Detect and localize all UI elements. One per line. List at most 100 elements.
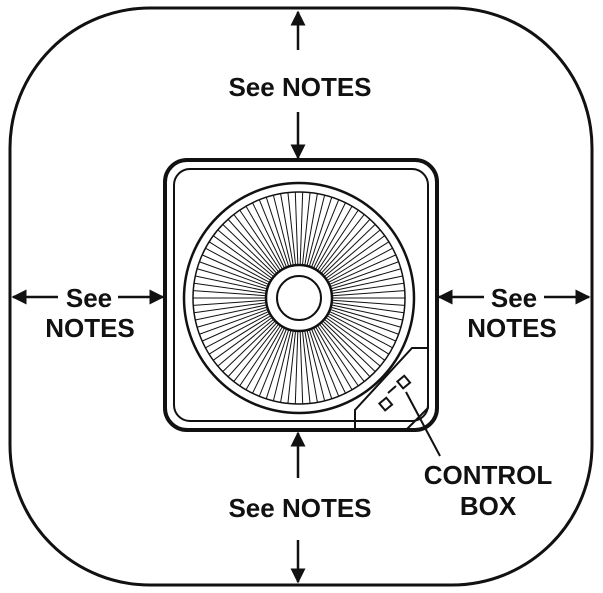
- fan-spoke: [304, 330, 318, 403]
- fan-spoke: [322, 320, 376, 372]
- fan-spoke: [325, 316, 386, 361]
- label-right-line1: See: [490, 283, 538, 313]
- fan-spoke: [199, 261, 269, 288]
- fan-spoke: [227, 218, 278, 274]
- fan-spoke: [306, 195, 326, 267]
- fan-spoke: [201, 254, 270, 286]
- fan-spoke: [331, 302, 405, 314]
- fan-spoke: [205, 247, 271, 283]
- fan-spoke: [222, 320, 276, 372]
- label-left-line2: NOTES: [30, 313, 150, 343]
- fan-spoke: [272, 329, 292, 401]
- unit-casing-inner: [173, 168, 429, 422]
- fan-spoke: [331, 282, 405, 294]
- fan-spoke: [320, 322, 371, 378]
- fan-spoke: [195, 304, 267, 321]
- fan-spoke: [196, 306, 268, 328]
- fan-spoke: [328, 254, 397, 286]
- fan-spoke: [193, 299, 267, 306]
- fan-spoke: [329, 308, 399, 335]
- fan-spoke: [245, 205, 283, 270]
- fan-spoke: [331, 299, 405, 306]
- fan-spoke: [199, 308, 269, 335]
- fan-grille-icon: [182, 181, 416, 415]
- fan-spoke: [265, 197, 290, 267]
- fan-spoke: [299, 192, 304, 266]
- fan-spoke: [208, 315, 272, 355]
- fan-spoke: [301, 192, 311, 266]
- fan-spoke: [322, 224, 376, 276]
- fan-spoke: [245, 326, 283, 391]
- fan-spoke: [315, 326, 353, 391]
- label-control-line2: BOX: [459, 491, 517, 521]
- fan-spoke: [287, 330, 297, 404]
- fan-spoke: [315, 205, 353, 270]
- fan-spoke: [323, 318, 381, 367]
- fan-spoke: [272, 195, 292, 267]
- fan-spokes: [193, 192, 405, 404]
- fan-spoke: [327, 313, 393, 349]
- fan-spoke: [239, 325, 281, 387]
- fan-spoke: [313, 327, 346, 394]
- fan-spoke: [308, 329, 333, 399]
- fan-spoke: [217, 229, 275, 278]
- fan-spoke: [265, 329, 290, 399]
- fan-spoke: [310, 328, 340, 397]
- fan-spoke: [193, 302, 267, 314]
- fan-spoke: [320, 218, 371, 274]
- fan-spoke: [205, 313, 271, 349]
- fan-spoke: [323, 229, 381, 278]
- fan-spoke: [326, 315, 390, 355]
- fan-spoke: [330, 306, 402, 328]
- fan-spoke: [287, 192, 297, 266]
- label-control-line1: CONTROL: [423, 460, 553, 490]
- fan-spoke: [193, 290, 267, 297]
- fan-spoke: [208, 241, 272, 281]
- fan-spoke: [201, 310, 270, 342]
- fan-spoke: [328, 310, 397, 342]
- fan-spoke: [193, 282, 267, 294]
- fan-spoke: [258, 199, 288, 268]
- fan-spoke: [294, 192, 299, 266]
- fan-spoke: [212, 316, 273, 361]
- fan-spoke: [233, 214, 280, 273]
- fan-spoke: [294, 330, 299, 404]
- fan-spoke: [325, 235, 386, 280]
- label-right-line2: NOTES: [452, 313, 572, 343]
- label-bottom: See NOTES: [210, 493, 390, 523]
- label-left-line1: See: [65, 283, 113, 313]
- fan-spoke: [252, 202, 285, 269]
- fan-spoke: [331, 275, 403, 292]
- fan-spoke: [329, 261, 399, 288]
- fan-spoke: [233, 323, 280, 382]
- fan-spoke: [227, 322, 278, 378]
- fan-spoke: [280, 330, 294, 403]
- fan-spoke: [330, 268, 402, 290]
- fan-spoke: [318, 323, 365, 382]
- fan-spoke: [310, 199, 340, 268]
- fan-spoke: [317, 209, 359, 271]
- fan-spoke: [327, 247, 393, 283]
- fan-spoke: [326, 241, 390, 281]
- fan-spoke: [195, 275, 267, 292]
- fan-spoke: [258, 328, 288, 397]
- fan-spoke: [239, 209, 281, 271]
- fan-spoke: [331, 304, 403, 321]
- fan-spoke: [317, 325, 359, 387]
- fan-spoke: [217, 318, 275, 367]
- fan-spoke: [196, 268, 268, 290]
- control-box-icon: [354, 347, 429, 431]
- label-top: See NOTES: [210, 72, 390, 102]
- fan-spoke: [318, 214, 365, 273]
- fan-spoke: [331, 290, 405, 297]
- fan-spoke: [306, 329, 326, 401]
- clearance-boundary: [8, 6, 594, 587]
- fan-spoke: [304, 193, 318, 266]
- fan-spoke: [280, 193, 294, 266]
- fan-spoke: [308, 197, 333, 267]
- fan-spoke: [222, 224, 276, 276]
- fan-spoke: [299, 330, 304, 404]
- control-box-leader: [405, 391, 441, 457]
- fan-spoke: [313, 202, 346, 269]
